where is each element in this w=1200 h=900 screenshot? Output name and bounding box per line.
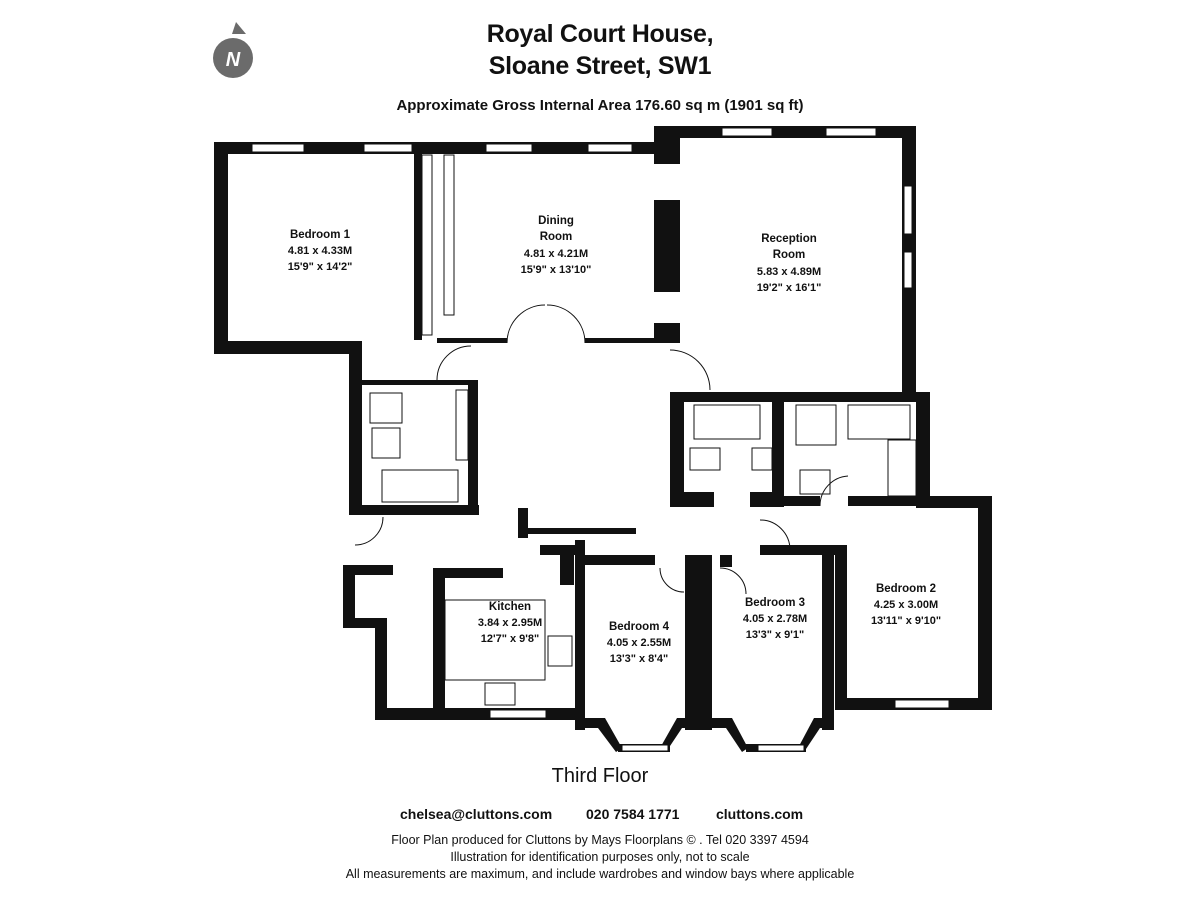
bedroom2-metric: 4.25 x 3.00M — [874, 599, 938, 611]
bedroom4-name: Bedroom 4 — [609, 621, 670, 633]
reception-name1: Reception — [761, 233, 817, 245]
plan-title-line1: Royal Court House, — [486, 20, 714, 48]
room-reception: Reception Room 5.83 x 4.89M 19'2" x 16'1… — [757, 233, 822, 294]
footer-measurement-note: All measurements are maximum, and includ… — [345, 867, 855, 881]
room-dining: Dining Room 4.81 x 4.21M 15'9" x 13'10" — [521, 215, 592, 276]
room-kitchen: Kitchen 3.84 x 2.95M 12'7" x 9'8" — [478, 601, 542, 645]
reception-imperial: 19'2" x 16'1" — [757, 282, 822, 294]
floor-label: Third Floor — [551, 765, 649, 787]
bedroom1-name: Bedroom 1 — [290, 229, 351, 241]
reception-name2: Room — [773, 249, 806, 261]
compass-letter: N — [226, 49, 241, 71]
bedroom1-imperial: 15'9" x 14'2" — [288, 261, 353, 273]
room-bedroom3: Bedroom 3 4.05 x 2.78M 13'3" x 9'1" — [743, 597, 807, 641]
contact-email[interactable]: chelsea@cluttons.com — [400, 806, 553, 822]
contact-phone[interactable]: 020 7584 1771 — [586, 806, 680, 822]
dining-name1: Dining — [538, 215, 574, 227]
room-bedroom1: Bedroom 1 4.81 x 4.33M 15'9" x 14'2" — [288, 229, 353, 273]
bedroom2-name: Bedroom 2 — [876, 583, 936, 595]
bedroom3-metric: 4.05 x 2.78M — [743, 613, 807, 625]
bedroom1-metric: 4.81 x 4.33M — [288, 245, 352, 257]
contact-website[interactable]: cluttons.com — [716, 806, 804, 822]
kitchen-imperial: 12'7" x 9'8" — [481, 633, 539, 645]
bedroom2-imperial: 13'11" x 9'10" — [871, 615, 941, 627]
bedroom4-metric: 4.05 x 2.55M — [607, 637, 671, 649]
windows — [251, 127, 950, 752]
dining-name2: Room — [540, 231, 573, 243]
fittings — [354, 154, 917, 706]
compass-icon: N — [213, 22, 253, 78]
room-bedroom2: Bedroom 2 4.25 x 3.00M 13'11" x 9'10" — [871, 583, 941, 627]
bedroom4-imperial: 13'3" x 8'4" — [610, 653, 668, 665]
footer-credit: Floor Plan produced for Cluttons by Mays… — [391, 833, 809, 847]
bedroom3-imperial: 13'3" x 9'1" — [746, 629, 804, 641]
kitchen-name: Kitchen — [489, 601, 531, 613]
kitchen-metric: 3.84 x 2.95M — [478, 617, 542, 629]
gross-area-text: Approximate Gross Internal Area 176.60 s… — [396, 97, 804, 114]
footer-disclaimer: Illustration for identification purposes… — [450, 850, 750, 864]
reception-metric: 5.83 x 4.89M — [757, 266, 821, 278]
bedroom3-name: Bedroom 3 — [745, 597, 805, 609]
plan-title-line2: Sloane Street, SW1 — [488, 52, 712, 80]
dining-metric: 4.81 x 4.21M — [524, 248, 588, 260]
dining-imperial: 15'9" x 13'10" — [521, 264, 592, 276]
room-bedroom4: Bedroom 4 4.05 x 2.55M 13'3" x 8'4" — [607, 621, 671, 665]
